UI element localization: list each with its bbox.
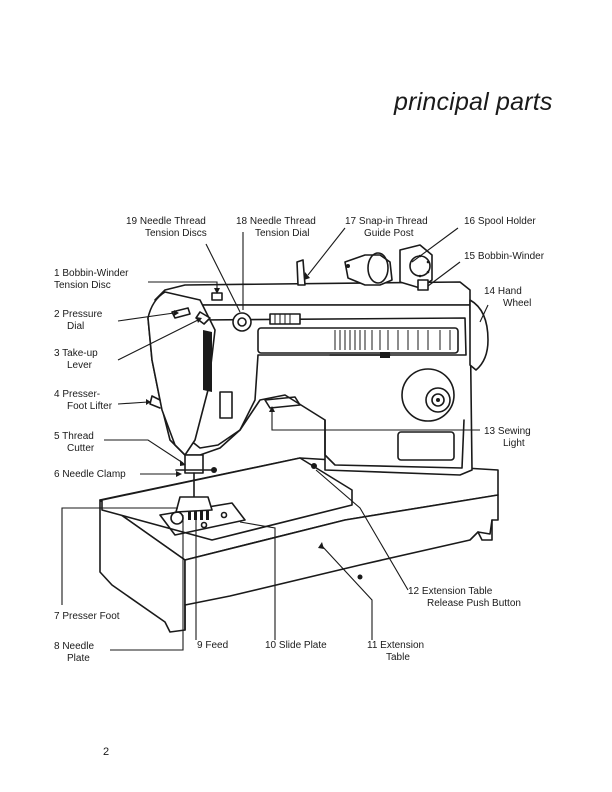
page-title: principal parts bbox=[394, 88, 553, 116]
label-slide-plate: 10 Slide Plate bbox=[265, 640, 327, 651]
label-presser-foot: 7 Presser Foot bbox=[54, 611, 120, 622]
leader-lines bbox=[61, 227, 489, 651]
label-feed: 9 Feed bbox=[197, 640, 229, 651]
label-presser-foot-lifter: 4 Presser-Foot Lifter bbox=[54, 389, 113, 412]
machine-base bbox=[99, 457, 499, 633]
machine-head bbox=[147, 244, 493, 541]
label-needle-clamp: 6 Needle Clamp bbox=[54, 469, 126, 480]
page-number: 2 bbox=[103, 746, 110, 758]
label-bobbin-winder: 15 Bobbin-Winder bbox=[464, 251, 545, 262]
label-spool-holder: 16 Spool Holder bbox=[464, 216, 536, 227]
